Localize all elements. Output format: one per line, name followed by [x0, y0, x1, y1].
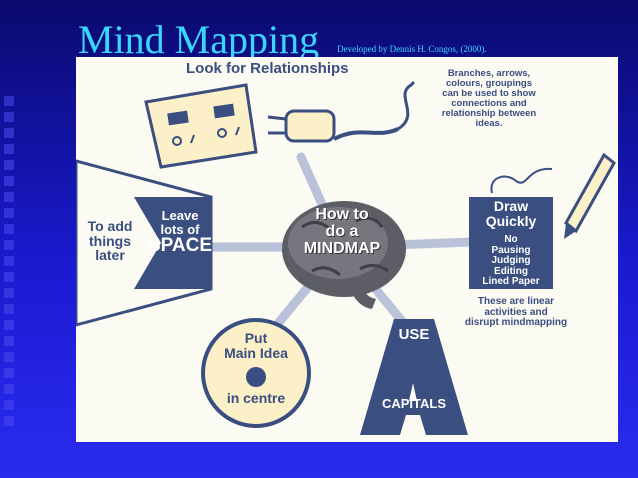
relationships-note: Branches, arrows, colours, groupings can…	[414, 69, 564, 129]
look-for-relationships-label: Look for Relationships	[186, 60, 349, 77]
in-centre-label: in centre	[226, 390, 286, 406]
mindmap-drawing	[76, 80, 616, 435]
slide-credit: Developed by Dennis H. Congos, (2000).	[337, 44, 487, 54]
no-list-item: Judging	[491, 255, 531, 266]
linear-note-line: disrupt mindmapping	[464, 317, 568, 328]
draw-quickly-label: Draw Quickly	[469, 199, 553, 228]
no-list-item: Lined Paper	[482, 276, 540, 287]
put-main-idea-label: Put Main Idea	[206, 331, 306, 360]
leave-space-line: SPACE	[148, 235, 213, 257]
center-line: How to	[315, 206, 369, 223]
linear-note-line: These are linear	[477, 296, 555, 307]
capital-a-shape	[360, 319, 468, 435]
relationships-note-line: colours, groupings	[445, 77, 533, 89]
relationships-note-line: relationship between	[441, 107, 537, 119]
to-add-line: later	[95, 247, 125, 264]
linear-note: These are linear activities and disrupt …	[446, 296, 586, 329]
draw-quickly-line: Quickly	[485, 212, 537, 229]
relationships-note-line: connections and	[451, 97, 527, 109]
center-line: MINDMAP	[303, 239, 381, 257]
leave-space-line: Leave	[161, 208, 199, 223]
slide-title: Mind Mapping	[78, 17, 320, 62]
no-list-item: Editing	[494, 265, 528, 277]
brain-icon	[282, 201, 406, 309]
relationships-note-line: can be used to show	[442, 87, 536, 99]
no-list: No Pausing Judging Editing Lined Paper	[469, 234, 553, 288]
capitals-label: CAPITALS	[381, 396, 447, 411]
side-squares-decoration	[0, 0, 22, 478]
linear-note-line: activities and	[484, 306, 548, 318]
center-line: do a	[325, 222, 359, 240]
plug-icon	[267, 80, 416, 143]
mindmap-illustration: Look for Relationships Branches, arrows,…	[76, 57, 618, 442]
leave-space-line: lots of	[160, 221, 200, 237]
relationships-note-line: Branches, arrows,	[447, 68, 531, 79]
relationships-note-line: ideas.	[475, 117, 503, 129]
no-list-item: Pausing	[491, 244, 531, 256]
put-main-idea-line: Main Idea	[224, 344, 288, 361]
center-label: How to do a MINDMAP	[282, 206, 402, 257]
to-add-things-later-label: To add things later	[78, 219, 142, 263]
main-idea-circle	[201, 318, 311, 428]
pencil-icon	[564, 152, 616, 239]
use-label: USE	[398, 326, 430, 343]
no-list-item: No	[504, 234, 518, 245]
to-add-line: To add	[87, 218, 133, 234]
space-arrow-shape	[76, 159, 213, 327]
draw-quickly-box	[469, 167, 553, 289]
power-outlet-icon	[144, 83, 258, 169]
put-main-idea-line: Put	[244, 330, 268, 346]
to-add-line: things	[89, 232, 131, 249]
draw-quickly-line: Draw	[493, 198, 529, 214]
leave-space-label: Leave lots of SPACE	[148, 209, 212, 256]
title-bar: Mind Mapping Developed by Dennis H. Cong…	[78, 20, 487, 60]
